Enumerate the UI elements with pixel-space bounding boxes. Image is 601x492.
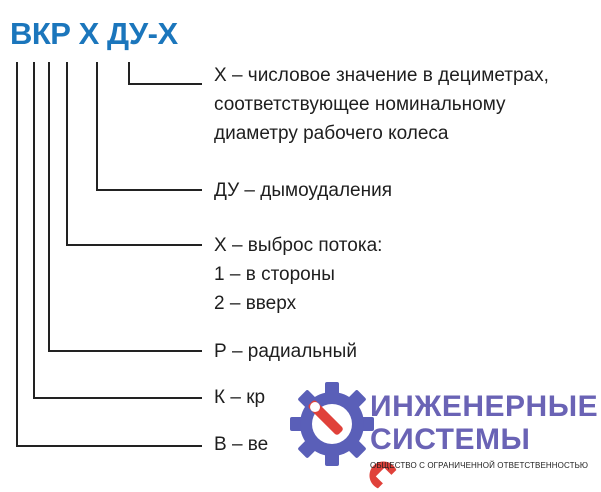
explanation-smoke: ДУ – дымоудаления [214,176,392,205]
connector-line-smoke [96,62,202,191]
connector-line-size [128,62,202,85]
code-part-du-x: ДУ-Х [106,16,178,51]
explanation-line: 2 – вверх [214,293,297,314]
connector-line-k [33,62,202,399]
logo-title-line1: ИНЖЕНЕРНЫЕ [370,390,599,423]
explanation-line: ДУ – дымоудаления [214,180,393,201]
logo-title-line2: СИСТЕМЫ [370,423,531,456]
explanation-radial: Р – радиальный [214,337,357,366]
explanation-line: В – ве [214,434,269,455]
explanation-line: Р – радиальный [214,341,357,362]
explanation-line: Х – числовое значение в дециметрах, [214,65,549,86]
explanation-v: В – ве [214,430,268,459]
explanation-size: Х – числовое значение в дециметрах, соот… [214,61,549,148]
explanation-line: диаметру рабочего колеса [214,123,449,144]
company-logo: ИНЖЕНЕРНЫЕ СИСТЕМЫ ОБЩЕСТВО С ОГРАНИЧЕНН… [272,360,601,492]
explanation-flow: Х – выброс потока: 1 – в стороны 2 – вве… [214,231,382,318]
code-part-x: Х [78,16,100,51]
code-part-vkr: ВКР [10,16,71,51]
explanation-line: К – кр [214,387,266,408]
explanation-line: Х – выброс потока: [214,235,383,256]
explanation-line: соответствующее номинальному [214,94,506,115]
explanation-line: 1 – в стороны [214,264,335,285]
logo-subtitle: ОБЩЕСТВО С ОГРАНИЧЕННОЙ ОТВЕТСТВЕННОСТЬЮ [370,461,589,470]
connector-line-v [16,62,202,447]
connector-line-flow [66,62,202,246]
model-code: ВКР Х ДУ-Х [10,16,178,52]
connector-line-radial [48,62,202,352]
gear-wrench-icon [290,382,397,489]
explanation-k: К – кр [214,383,265,412]
